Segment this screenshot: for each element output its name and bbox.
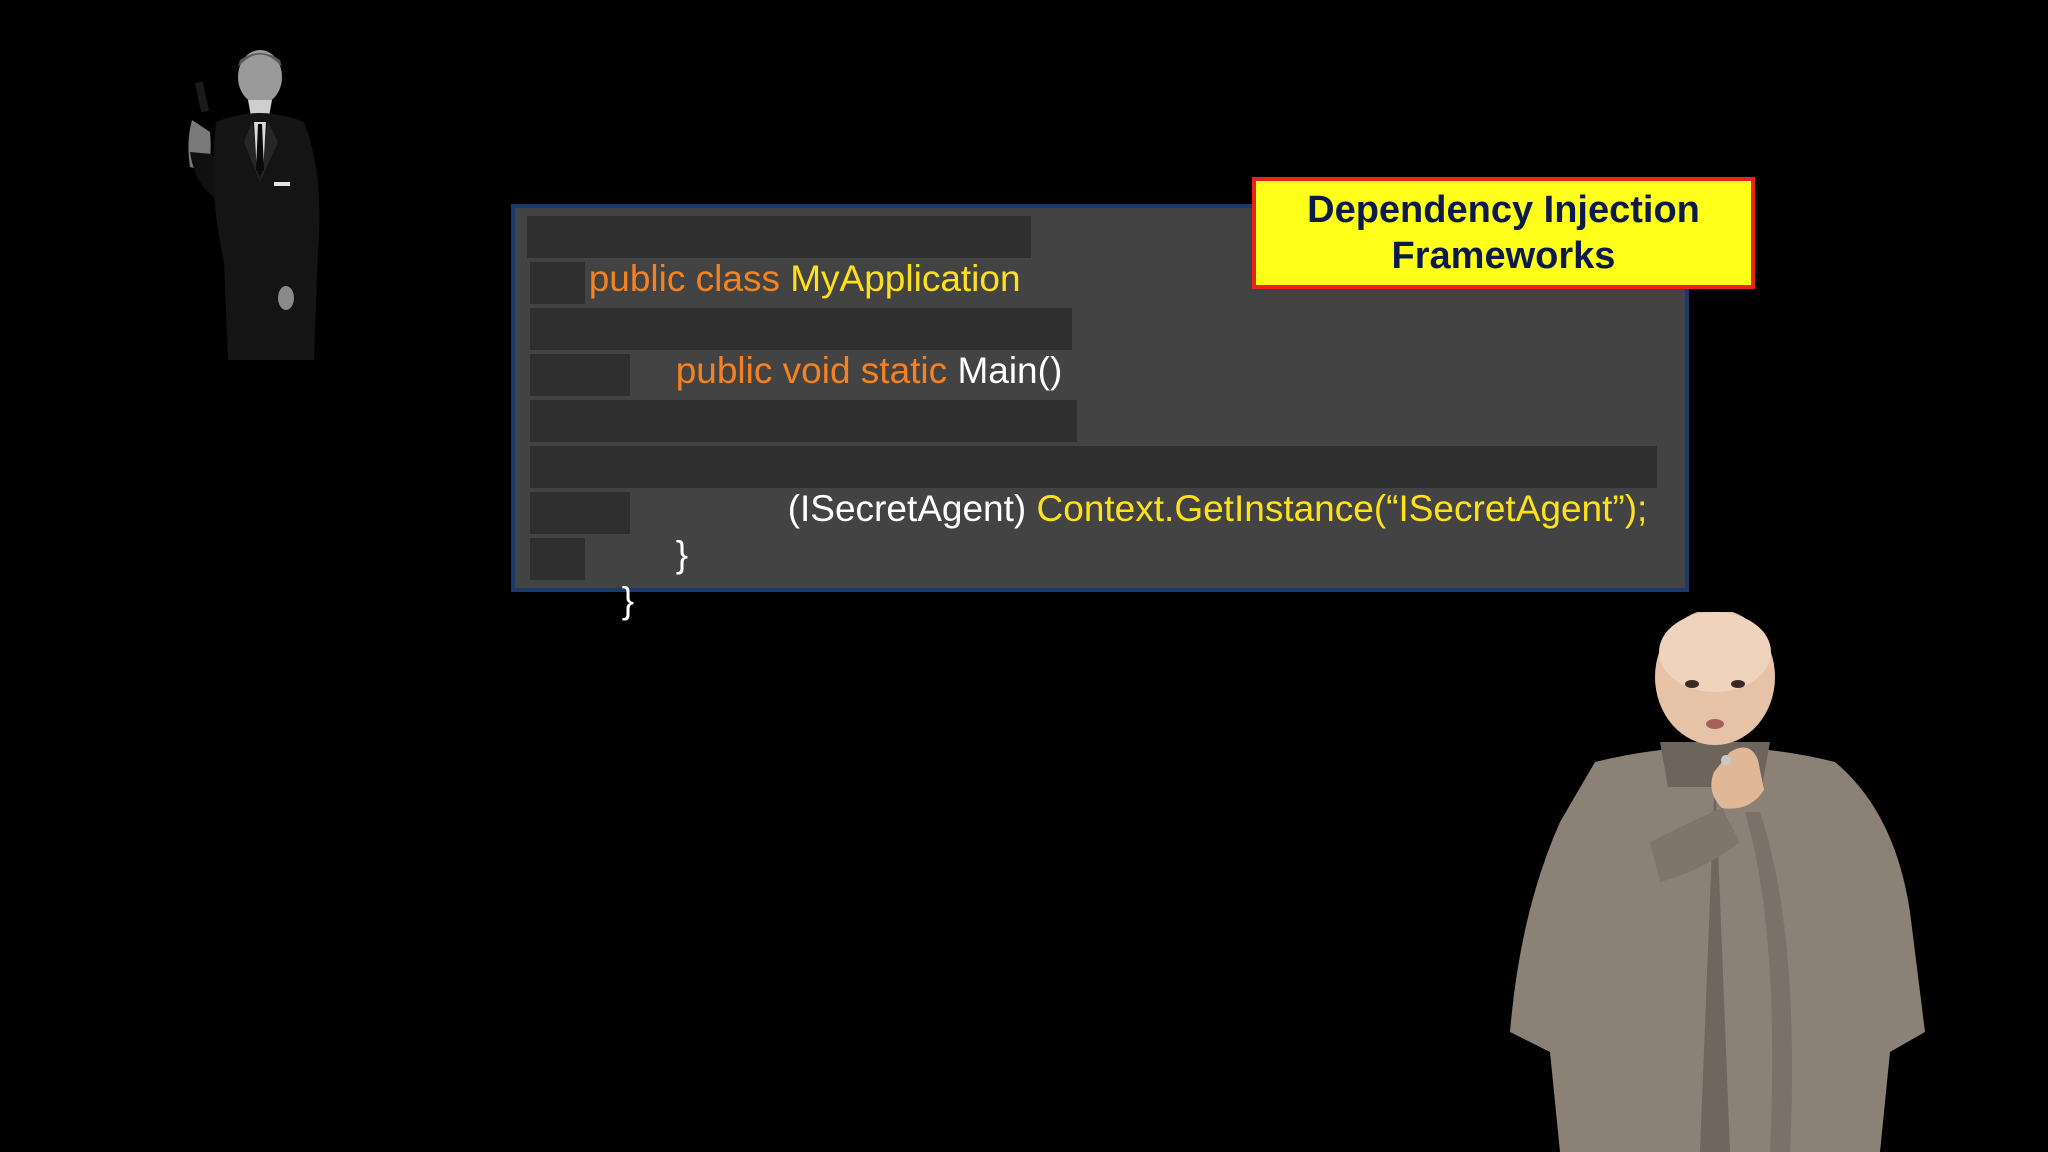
code-brace: } — [621, 580, 635, 621]
code-method-name: Main() — [957, 350, 1063, 391]
code-line-4: { — [530, 354, 688, 437]
callout-line-2: Frameworks — [1391, 235, 1616, 277]
code-line-7: } — [530, 492, 688, 575]
code-line-5: ISecretAgent agent = — [530, 400, 1078, 483]
code-method-call: Context.GetInstance(“ISecretAgent”); — [1036, 488, 1648, 529]
code-keyword: public class — [588, 258, 791, 299]
callout-line-1: Dependency Injection — [1307, 189, 1700, 231]
code-line-8: } — [530, 538, 634, 621]
code-keyword: public void static — [675, 350, 958, 391]
code-line-6: (ISecretAgent) Context.GetInstance(“ISec… — [530, 446, 1658, 529]
title-callout: Dependency Injection Frameworks — [1252, 177, 1755, 289]
code-line-1: public class MyApplication — [527, 216, 1031, 299]
secret-agent-figure — [188, 50, 320, 360]
code-cast: (ISecretAgent) — [787, 488, 1037, 529]
villain-figure — [1510, 612, 1925, 1152]
code-brace: } — [675, 534, 689, 575]
code-line-3: public void static Main() — [530, 308, 1073, 391]
code-panel: public class MyApplication { public void… — [511, 204, 1689, 621]
code-class-name: MyApplication — [790, 258, 1021, 299]
code-line-2: { — [530, 262, 634, 345]
